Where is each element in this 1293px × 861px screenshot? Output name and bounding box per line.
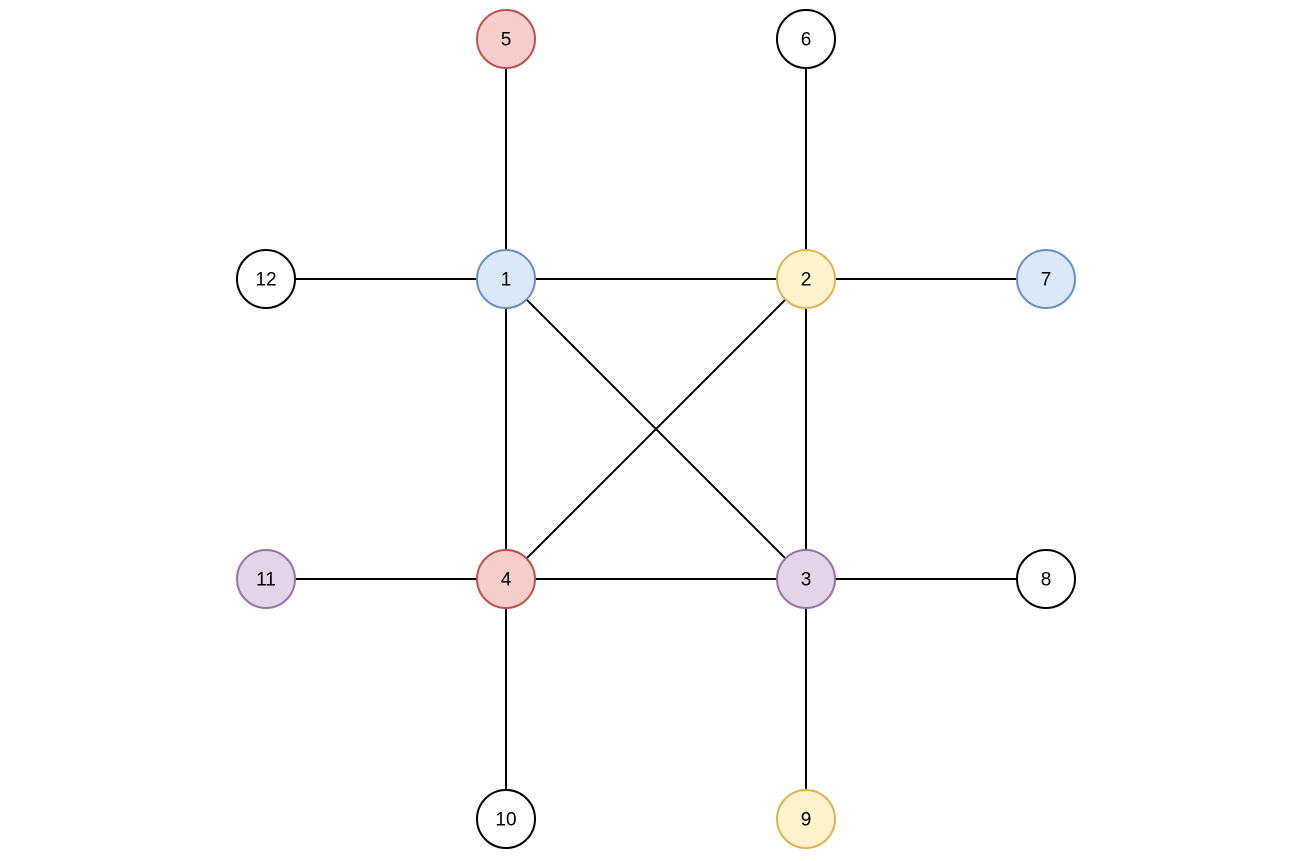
node-label: 10	[495, 810, 516, 831]
edge-2-4	[526, 299, 786, 559]
node-2: 2	[776, 249, 836, 309]
node-label: 3	[801, 570, 812, 591]
node-label: 1	[501, 270, 512, 291]
node-label: 4	[501, 570, 512, 591]
node-circle	[1016, 249, 1076, 309]
node-12: 12	[236, 249, 296, 309]
node-10: 10	[476, 789, 536, 849]
node-3: 3	[776, 549, 836, 609]
node-label: 2	[801, 270, 812, 291]
node-5: 5	[476, 9, 536, 69]
node-circle	[476, 9, 536, 69]
edges-layer	[295, 68, 1017, 790]
node-4: 4	[476, 549, 536, 609]
node-label: 7	[1041, 270, 1052, 291]
node-9: 9	[776, 789, 836, 849]
node-7: 7	[1016, 249, 1076, 309]
node-circle	[476, 549, 536, 609]
node-1: 1	[476, 249, 536, 309]
node-circle	[236, 549, 296, 609]
node-circle	[776, 9, 836, 69]
node-circle	[1016, 549, 1076, 609]
node-label: 12	[255, 270, 276, 291]
node-circle	[476, 249, 536, 309]
node-label: 8	[1041, 570, 1052, 591]
node-label: 5	[501, 30, 512, 51]
node-label: 9	[801, 810, 812, 831]
node-circle	[776, 249, 836, 309]
node-8: 8	[1016, 549, 1076, 609]
node-circle	[776, 789, 836, 849]
node-6: 6	[776, 9, 836, 69]
node-circle	[236, 249, 296, 309]
node-11: 11	[236, 549, 296, 609]
node-label: 6	[801, 30, 812, 51]
node-circle	[476, 789, 536, 849]
node-circle	[776, 549, 836, 609]
node-label: 11	[256, 570, 276, 591]
